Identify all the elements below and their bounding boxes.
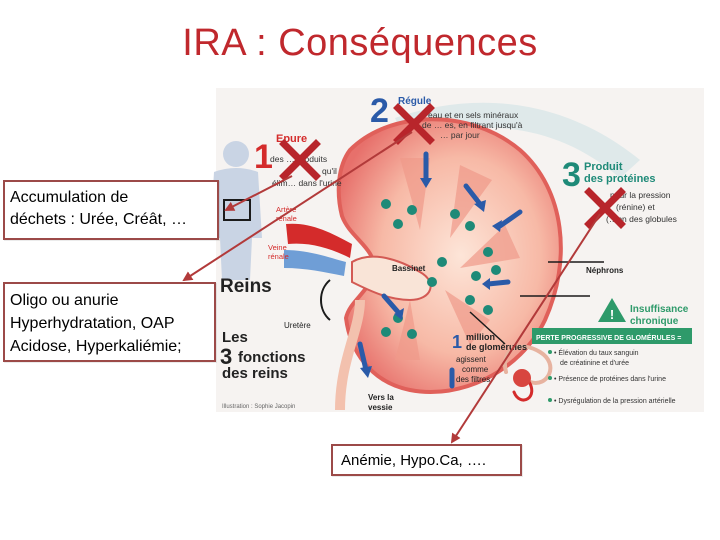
produit-text-2: (…on des globules <box>606 214 677 224</box>
cross-icon <box>584 187 626 229</box>
cross-icon <box>279 139 321 181</box>
svg-text:!: ! <box>610 307 614 322</box>
bullet-0: • Élévation du taux sanguin <box>554 348 639 357</box>
number-1: 1 <box>254 138 273 176</box>
label-produit-0: Produit <box>584 161 623 173</box>
veine-1: rénale <box>268 252 289 261</box>
label-regule: Régule <box>398 96 432 107</box>
renal-vein <box>284 250 346 276</box>
ureter <box>335 299 365 411</box>
number-3: 3 <box>562 156 581 194</box>
epure-text-2: élim… dans l'urine <box>272 178 342 188</box>
produit-text-0: pour la pression <box>610 190 671 200</box>
epure-text-1: qu'il <box>322 166 337 176</box>
filtration-arrows <box>357 151 523 389</box>
warning-triangle <box>598 298 626 322</box>
kidney <box>336 117 563 394</box>
vers-0: Vers la <box>368 393 394 402</box>
callout-urine-line: Acidose, Hyperkaliémie; <box>10 338 182 355</box>
glomeruli <box>381 199 501 339</box>
nephron <box>502 344 553 402</box>
number-2: 2 <box>370 92 389 130</box>
kidney-pelvis <box>351 255 432 302</box>
cross-icon <box>393 103 435 145</box>
callout-blood-line: Anémie, Hypo.Ca, …. <box>341 452 487 469</box>
bullet-2: • Présence de protéines dans l'urine <box>554 376 666 383</box>
medullary-pyramids <box>395 158 520 360</box>
million-2: de glomérules <box>466 342 527 352</box>
regule-text-1: de … es, en filtrant jusqu'à <box>422 120 523 130</box>
les3-2: fonctions <box>238 349 306 366</box>
regule-text-0: eau et en sels minéraux <box>428 110 519 120</box>
perte-label: PERTE PROGRESSIVE DE GLOMÉRULES = <box>536 333 681 342</box>
les3-3: des reins <box>222 365 288 382</box>
million-3: agissent <box>456 355 487 364</box>
callout-urine: Oligo ou anurie Hyperhydratation, OAP Ac… <box>3 282 216 362</box>
callout-blood: Anémie, Hypo.Ca, …. <box>331 444 522 476</box>
label-nephrons: Néphrons <box>586 266 624 275</box>
million-4: comme <box>462 365 489 374</box>
kidney-zoom-box <box>223 199 251 221</box>
callout-urine-line: Oligo ou anurie <box>10 292 119 309</box>
bullet-points <box>548 350 552 402</box>
callout-urine-line: Hyperhydratation, OAP <box>10 315 175 332</box>
glomerulus-detail <box>513 369 531 387</box>
slide-title: IRA : Conséquences <box>182 22 538 64</box>
callout-wastes-line: déchets : Urée, Créât, … <box>10 211 187 228</box>
million-5: des filtres <box>456 375 490 384</box>
renal-artery <box>286 223 352 258</box>
artere-1: rénale <box>276 214 297 223</box>
credit: Illustration : Sophie Jacopin <box>222 404 295 410</box>
label-produit-1: des protéines <box>584 173 656 185</box>
bullet-1: de créatinine et d'urée <box>560 360 629 367</box>
arrow-to-blood <box>450 213 601 444</box>
million-0: 1 <box>452 332 462 352</box>
label-bassinet: Bassinet <box>392 264 426 273</box>
vers-1: vessie <box>368 403 393 412</box>
callout-wastes-line: Accumulation de <box>10 189 129 206</box>
label-reins: Reins <box>220 276 272 297</box>
arrow-to-urine <box>182 131 413 282</box>
million-1: million <box>466 332 495 342</box>
human-figure <box>210 141 262 280</box>
artere-0: Artère <box>276 205 296 214</box>
veine-0: Veine <box>268 243 287 252</box>
regule-text-2: … par jour <box>440 130 480 140</box>
les3-0: Les <box>222 329 248 346</box>
label-uretere: Uretère <box>284 321 311 330</box>
perte-band <box>532 328 692 344</box>
insuffisance-0: Insuffisance <box>630 304 689 315</box>
insuffisance-1: chronique <box>630 316 679 327</box>
callout-wastes: Accumulation de déchets : Urée, Créât, … <box>3 180 219 240</box>
arrow-to-wastes <box>224 175 293 211</box>
les3-1: 3 <box>220 344 232 369</box>
produit-text-1: (rénine) et <box>616 202 655 212</box>
bullet-3: • Dysrégulation de la pression artériell… <box>554 398 676 405</box>
